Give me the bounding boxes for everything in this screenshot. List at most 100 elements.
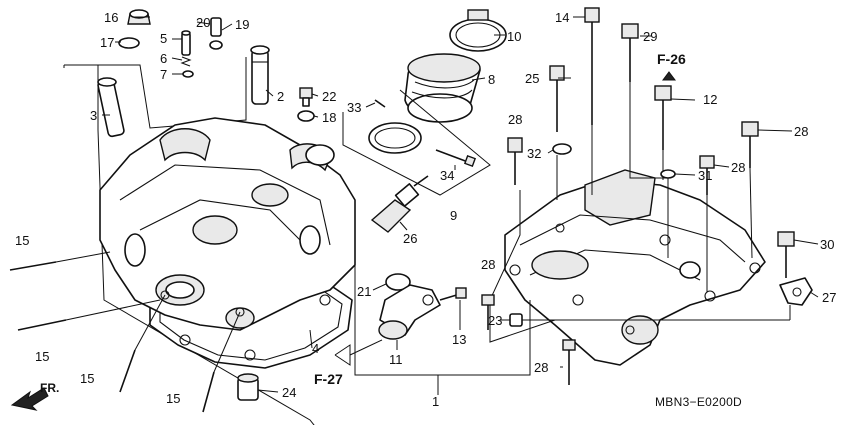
callout-29: 29	[643, 29, 657, 44]
bolt-28-d	[481, 294, 495, 330]
callout-28d: 28	[481, 257, 495, 272]
callout-20: 20	[196, 15, 210, 30]
group-bracket-cover-right	[629, 82, 669, 258]
washer-18	[297, 110, 315, 122]
cover-port	[621, 315, 659, 345]
insulator-8	[404, 53, 481, 123]
diagram-code: MBN3−E0200D	[655, 395, 742, 409]
callout-28c: 28	[731, 160, 745, 175]
callout-leaders	[102, 16, 819, 393]
bolt-28-b	[741, 121, 759, 168]
callout-13: 13	[452, 332, 466, 347]
front-direction-arrow	[10, 387, 49, 411]
callout-1: 1	[432, 394, 439, 409]
callout-5: 5	[160, 31, 167, 46]
f27-indicator	[334, 344, 351, 366]
group-bracket-top	[98, 57, 247, 129]
washer-17	[118, 37, 140, 49]
camshaft-journal	[159, 128, 211, 162]
valve-pocket	[251, 183, 289, 207]
head-boss	[305, 144, 335, 166]
head-rib	[119, 164, 331, 246]
callout-28a: 28	[508, 112, 522, 127]
valve-guide-2	[250, 45, 270, 105]
exhaust-port-inner	[165, 281, 195, 299]
callout-28b: 28	[794, 124, 808, 139]
callout-24: 24	[282, 385, 296, 400]
bracket-27	[779, 277, 813, 306]
cover-bolt-hole	[704, 290, 716, 302]
spark-plug-26	[370, 175, 429, 233]
callout-34: 34	[440, 168, 454, 183]
cover-boss	[679, 261, 701, 279]
cover-opening	[531, 250, 589, 280]
clamp-9	[368, 122, 422, 154]
callout-15c: 15	[80, 371, 94, 386]
cover-bolt-hole	[555, 223, 565, 233]
f26-arrow	[662, 71, 676, 81]
stud-hole	[235, 307, 245, 317]
washer-32	[552, 143, 572, 155]
bolt-30	[777, 231, 795, 278]
callout-26: 26	[403, 231, 417, 246]
bolt-25	[549, 65, 565, 132]
head-rib	[139, 199, 301, 241]
callout-15a: 15	[15, 233, 29, 248]
callout-12: 12	[703, 92, 717, 107]
callout-30: 30	[820, 237, 834, 252]
bolt-28-a	[507, 137, 523, 185]
dowel-20	[210, 17, 222, 37]
callout-22: 22	[322, 89, 336, 104]
exhaust-port-2	[225, 307, 255, 329]
dowel-23	[509, 313, 523, 327]
callout-8: 8	[488, 72, 495, 87]
gasket-hole	[244, 349, 256, 361]
callout-3: 3	[90, 108, 97, 123]
leader-28b	[749, 167, 753, 259]
callout-15b: 15	[35, 349, 49, 364]
stud-bolt-15a	[9, 251, 111, 271]
callout-31: 31	[698, 168, 712, 183]
callout-32: 32	[527, 146, 541, 161]
stud-bolt-15b	[17, 299, 161, 331]
callout-4: 4	[312, 341, 319, 356]
bolt-14	[584, 7, 600, 125]
gasket-hole	[179, 334, 191, 346]
valve-guide-3	[97, 77, 125, 138]
callout-28e: 28	[534, 360, 548, 375]
group-bracket-1	[354, 265, 531, 376]
group-bracket-9	[342, 89, 491, 196]
bolt-28-e	[562, 339, 576, 385]
callout-19: 19	[235, 17, 249, 32]
bolt-22	[299, 87, 313, 107]
side-port	[124, 233, 146, 267]
cover-bolt-hole	[572, 294, 584, 306]
bolt-29	[621, 23, 639, 82]
seal-5	[181, 30, 191, 56]
ref-f26: F-26	[657, 51, 686, 67]
stud-hole	[160, 290, 170, 300]
washer-19	[209, 40, 223, 50]
callout-16: 16	[104, 10, 118, 25]
bolt-28-c	[699, 155, 715, 195]
cover-bolt-hole	[749, 262, 761, 274]
clamp-10	[449, 9, 507, 52]
ref-f27: F-27	[314, 371, 343, 387]
front-direction-label: FR.	[40, 381, 59, 395]
callout-17: 17	[100, 35, 114, 50]
callout-7: 7	[160, 67, 167, 82]
callout-21: 21	[357, 284, 371, 299]
cover-bolt-hole	[659, 234, 671, 246]
o-ring-21	[385, 273, 411, 291]
stud-bolt-15d	[202, 311, 241, 413]
f27-leader	[349, 339, 383, 356]
callout-11: 11	[389, 352, 403, 367]
washer-7	[182, 70, 194, 78]
callout-14: 14	[555, 10, 569, 25]
washer-31	[660, 169, 676, 179]
callout-18: 18	[322, 110, 336, 125]
callout-27: 27	[822, 290, 836, 305]
callout-2: 2	[277, 89, 284, 104]
dowel-24	[237, 373, 259, 401]
